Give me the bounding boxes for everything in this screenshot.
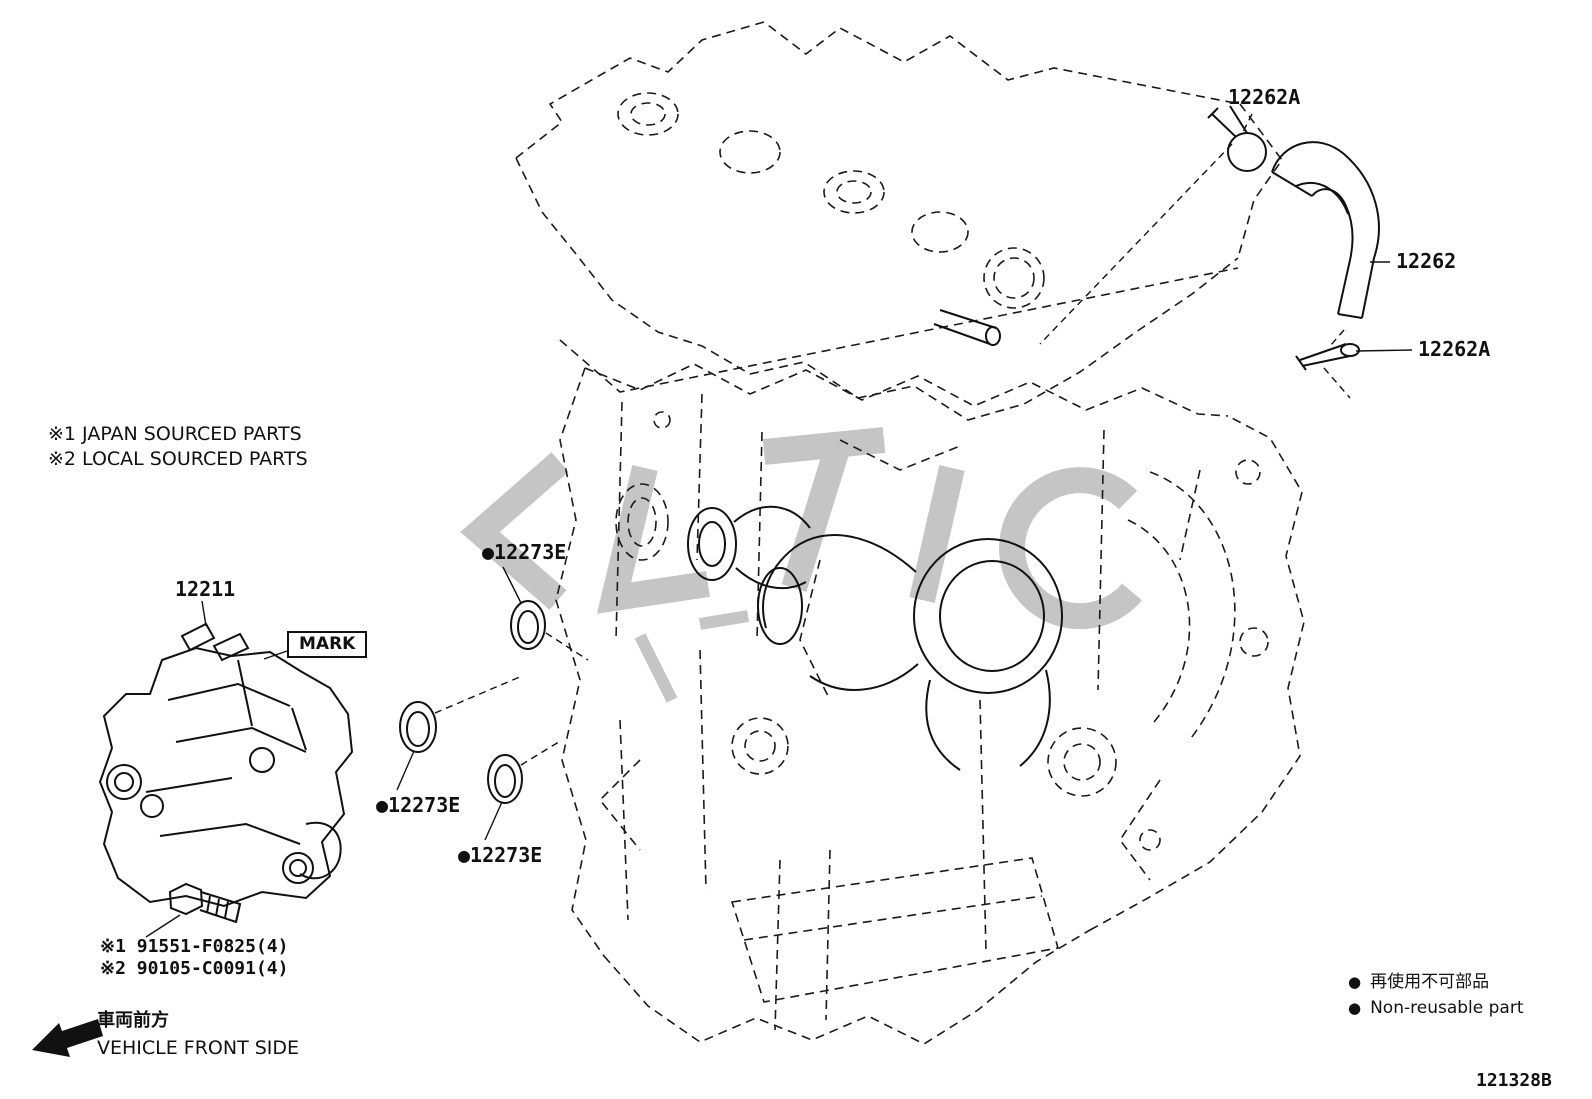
legend-jp-line: ● 再使用不可部品 (1348, 973, 1489, 992)
leader-lines (145, 113, 1413, 938)
callout-oring-3: ●12273E (458, 843, 543, 867)
breather-pipe (933, 309, 1001, 346)
callout-oring-1: ●12273E (482, 540, 567, 564)
oring-3 (487, 754, 523, 804)
non-reusable-bullet-jp: ● (1348, 972, 1362, 991)
solid-parts (98, 105, 1380, 924)
callout-hose: 12262 (1396, 249, 1457, 273)
front-direction-arrow (32, 1019, 103, 1057)
mark-label-text: MARK (299, 634, 356, 654)
ventilation-hose (1271, 141, 1380, 319)
engine-mount-bracket (98, 622, 354, 908)
legend-jp-text: 再使用不可部品 (1370, 972, 1490, 992)
vehicle-front-jp: 車両前方 (97, 1010, 169, 1031)
watermark-marks (634, 610, 749, 703)
watermark-logo (460, 427, 1142, 630)
mark-label-box: MARK (287, 631, 368, 658)
callout-clamp-top: 12262A (1228, 85, 1301, 109)
engine-reference-outline (515, 21, 1305, 1045)
legend-en-line: ● Non-reusable part (1348, 999, 1523, 1018)
mount-bolt (168, 882, 242, 924)
note-japan-sourced: ※1 JAPAN SOURCED PARTS (48, 423, 302, 445)
legend-en-text: Non-reusable part (1370, 998, 1524, 1018)
bolt-ref-1: ※1 91551-F0825(4) (100, 936, 289, 957)
hose-clamp-bottom-icon (1295, 343, 1360, 371)
oring-2 (399, 701, 437, 753)
non-reusable-bullet-en: ● (1348, 998, 1362, 1017)
throttle-body (687, 505, 1063, 771)
callout-oring-2: ●12273E (376, 793, 461, 817)
hose-clamp-top-icon (1207, 105, 1267, 172)
bolt-ref-2: ※2 90105-C0091(4) (100, 958, 289, 979)
note-local-sourced: ※2 LOCAL SOURCED PARTS (48, 448, 308, 470)
callout-clamp-bottom: 12262A (1418, 337, 1491, 361)
drawing-number: 121328B (1476, 1070, 1552, 1091)
oring-1 (510, 600, 546, 650)
callout-bracket: 12211 (175, 577, 236, 601)
vehicle-front-en: VEHICLE FRONT SIDE (97, 1037, 300, 1059)
